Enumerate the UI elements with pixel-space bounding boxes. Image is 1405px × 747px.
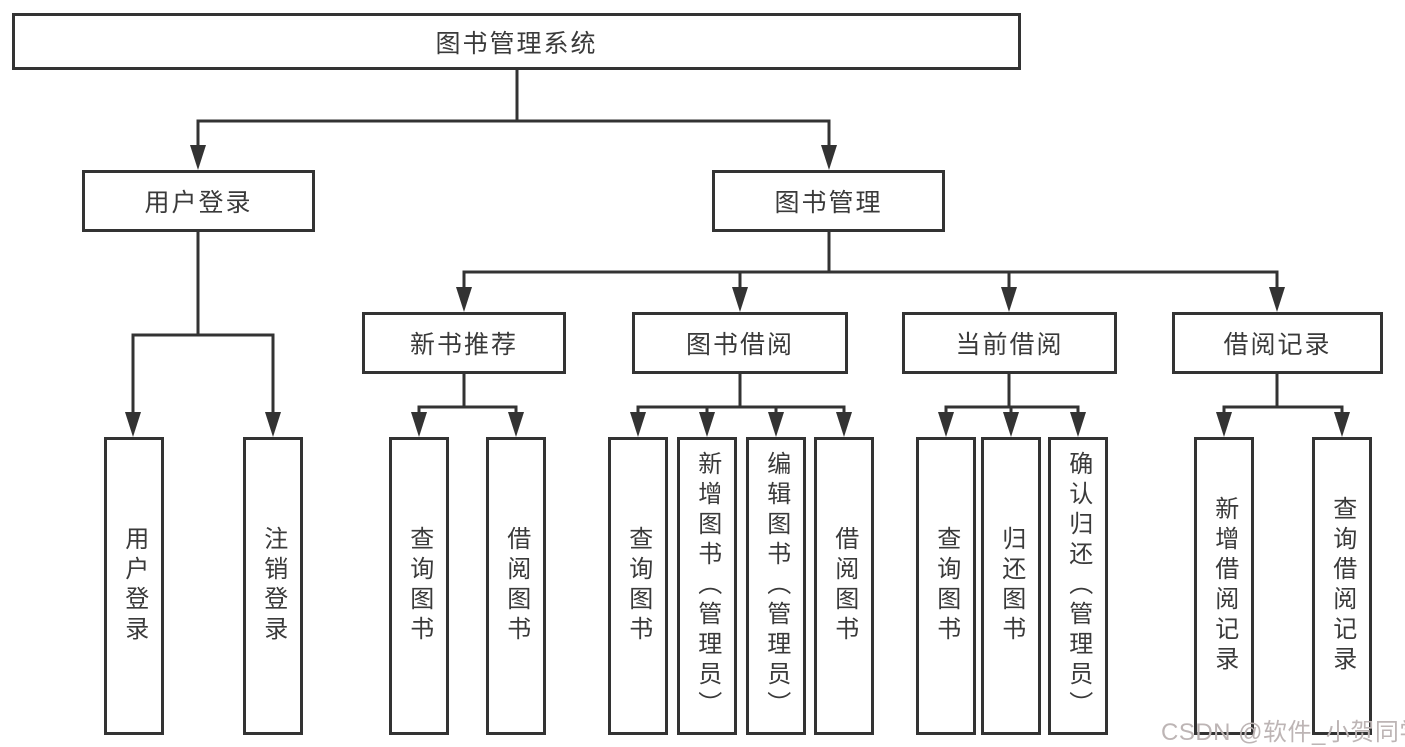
leaf-label: 确认归还（管理员） <box>1064 451 1092 721</box>
node-leaf-add-borrow-record: 新增借阅记录 <box>1194 437 1254 735</box>
node-book-mgmt-label: 图书管理 <box>774 189 883 217</box>
node-book-borrow-label: 图书借阅 <box>685 331 794 359</box>
arrowhead <box>190 145 206 170</box>
arrowhead <box>732 287 748 312</box>
leaf-label: 查询借阅记录 <box>1328 496 1356 676</box>
arrowhead <box>1001 287 1017 312</box>
arrowhead <box>1334 412 1350 437</box>
leaf-label: 查询图书 <box>624 526 652 646</box>
leaf-label: 查询图书 <box>932 526 960 646</box>
arrowhead <box>836 412 852 437</box>
leaf-label: 用户登录 <box>120 526 148 646</box>
node-leaf-confirm-return-admin: 确认归还（管理员） <box>1048 437 1108 735</box>
arrowhead <box>1216 412 1232 437</box>
node-leaf-query-books-recommend: 查询图书 <box>389 437 449 735</box>
connector-borrow-records-to-leaves <box>1222 372 1344 417</box>
leaf-label: 归还图书 <box>997 526 1025 646</box>
leaf-label: 编辑图书（管理员） <box>762 451 790 721</box>
arrowheads <box>125 145 1350 437</box>
arrowhead <box>1070 412 1086 437</box>
arrowhead <box>1269 287 1285 312</box>
node-current-borrow-label: 当前借阅 <box>955 331 1064 359</box>
arrowhead <box>821 145 837 170</box>
arrowhead <box>456 287 472 312</box>
node-new-books: 新书推荐 <box>362 312 566 374</box>
csdn-watermark: CSDN @软件_小贺同学 <box>1161 719 1405 746</box>
arrowhead <box>768 412 784 437</box>
leaf-label: 新增图书（管理员） <box>693 451 721 721</box>
connector-root-to-level2 <box>196 68 831 150</box>
connector-book-mgmt-to-level3 <box>462 229 1279 292</box>
node-leaf-user-login: 用户登录 <box>104 437 164 735</box>
leaf-label: 查询图书 <box>405 526 433 646</box>
connector-user-login-to-leaves <box>131 229 275 417</box>
connector-book-borrow-to-leaves <box>636 372 846 417</box>
connector-current-borrow-to-leaves <box>944 372 1080 417</box>
node-leaf-add-books-admin: 新增图书（管理员） <box>677 437 737 735</box>
node-borrow-records: 借阅记录 <box>1172 312 1383 374</box>
node-new-books-label: 新书推荐 <box>409 331 518 359</box>
arrowhead <box>699 412 715 437</box>
node-leaf-query-books-current: 查询图书 <box>916 437 976 735</box>
node-leaf-logout: 注销登录 <box>243 437 303 735</box>
node-current-borrow: 当前借阅 <box>902 312 1117 374</box>
node-leaf-borrow-books: 借阅图书 <box>814 437 874 735</box>
leaf-label: 借阅图书 <box>502 526 530 646</box>
node-leaf-query-borrow-record: 查询借阅记录 <box>1312 437 1372 735</box>
node-leaf-return-books: 归还图书 <box>981 437 1041 735</box>
node-root-system: 图书管理系统 <box>12 13 1021 70</box>
node-user-login-label: 用户登录 <box>144 189 253 217</box>
arrowhead <box>938 412 954 437</box>
node-book-borrow: 图书借阅 <box>632 312 848 374</box>
node-user-login: 用户登录 <box>82 170 315 232</box>
node-leaf-borrow-books-recommend: 借阅图书 <box>486 437 546 735</box>
connector-new-books-to-leaves <box>417 372 518 417</box>
arrowhead <box>411 412 427 437</box>
node-leaf-edit-books-admin: 编辑图书（管理员） <box>746 437 806 735</box>
arrowhead <box>1003 412 1019 437</box>
node-book-mgmt: 图书管理 <box>712 170 945 232</box>
arrowhead <box>125 412 141 437</box>
node-borrow-records-label: 借阅记录 <box>1223 331 1332 359</box>
leaf-label: 注销登录 <box>259 526 287 646</box>
leaf-label: 新增借阅记录 <box>1210 496 1238 676</box>
node-leaf-query-books-borrow: 查询图书 <box>608 437 668 735</box>
arrowhead <box>508 412 524 437</box>
arrowhead <box>265 412 281 437</box>
leaf-label: 借阅图书 <box>830 526 858 646</box>
arrowhead <box>630 412 646 437</box>
node-root-label: 图书管理系统 <box>435 29 598 58</box>
